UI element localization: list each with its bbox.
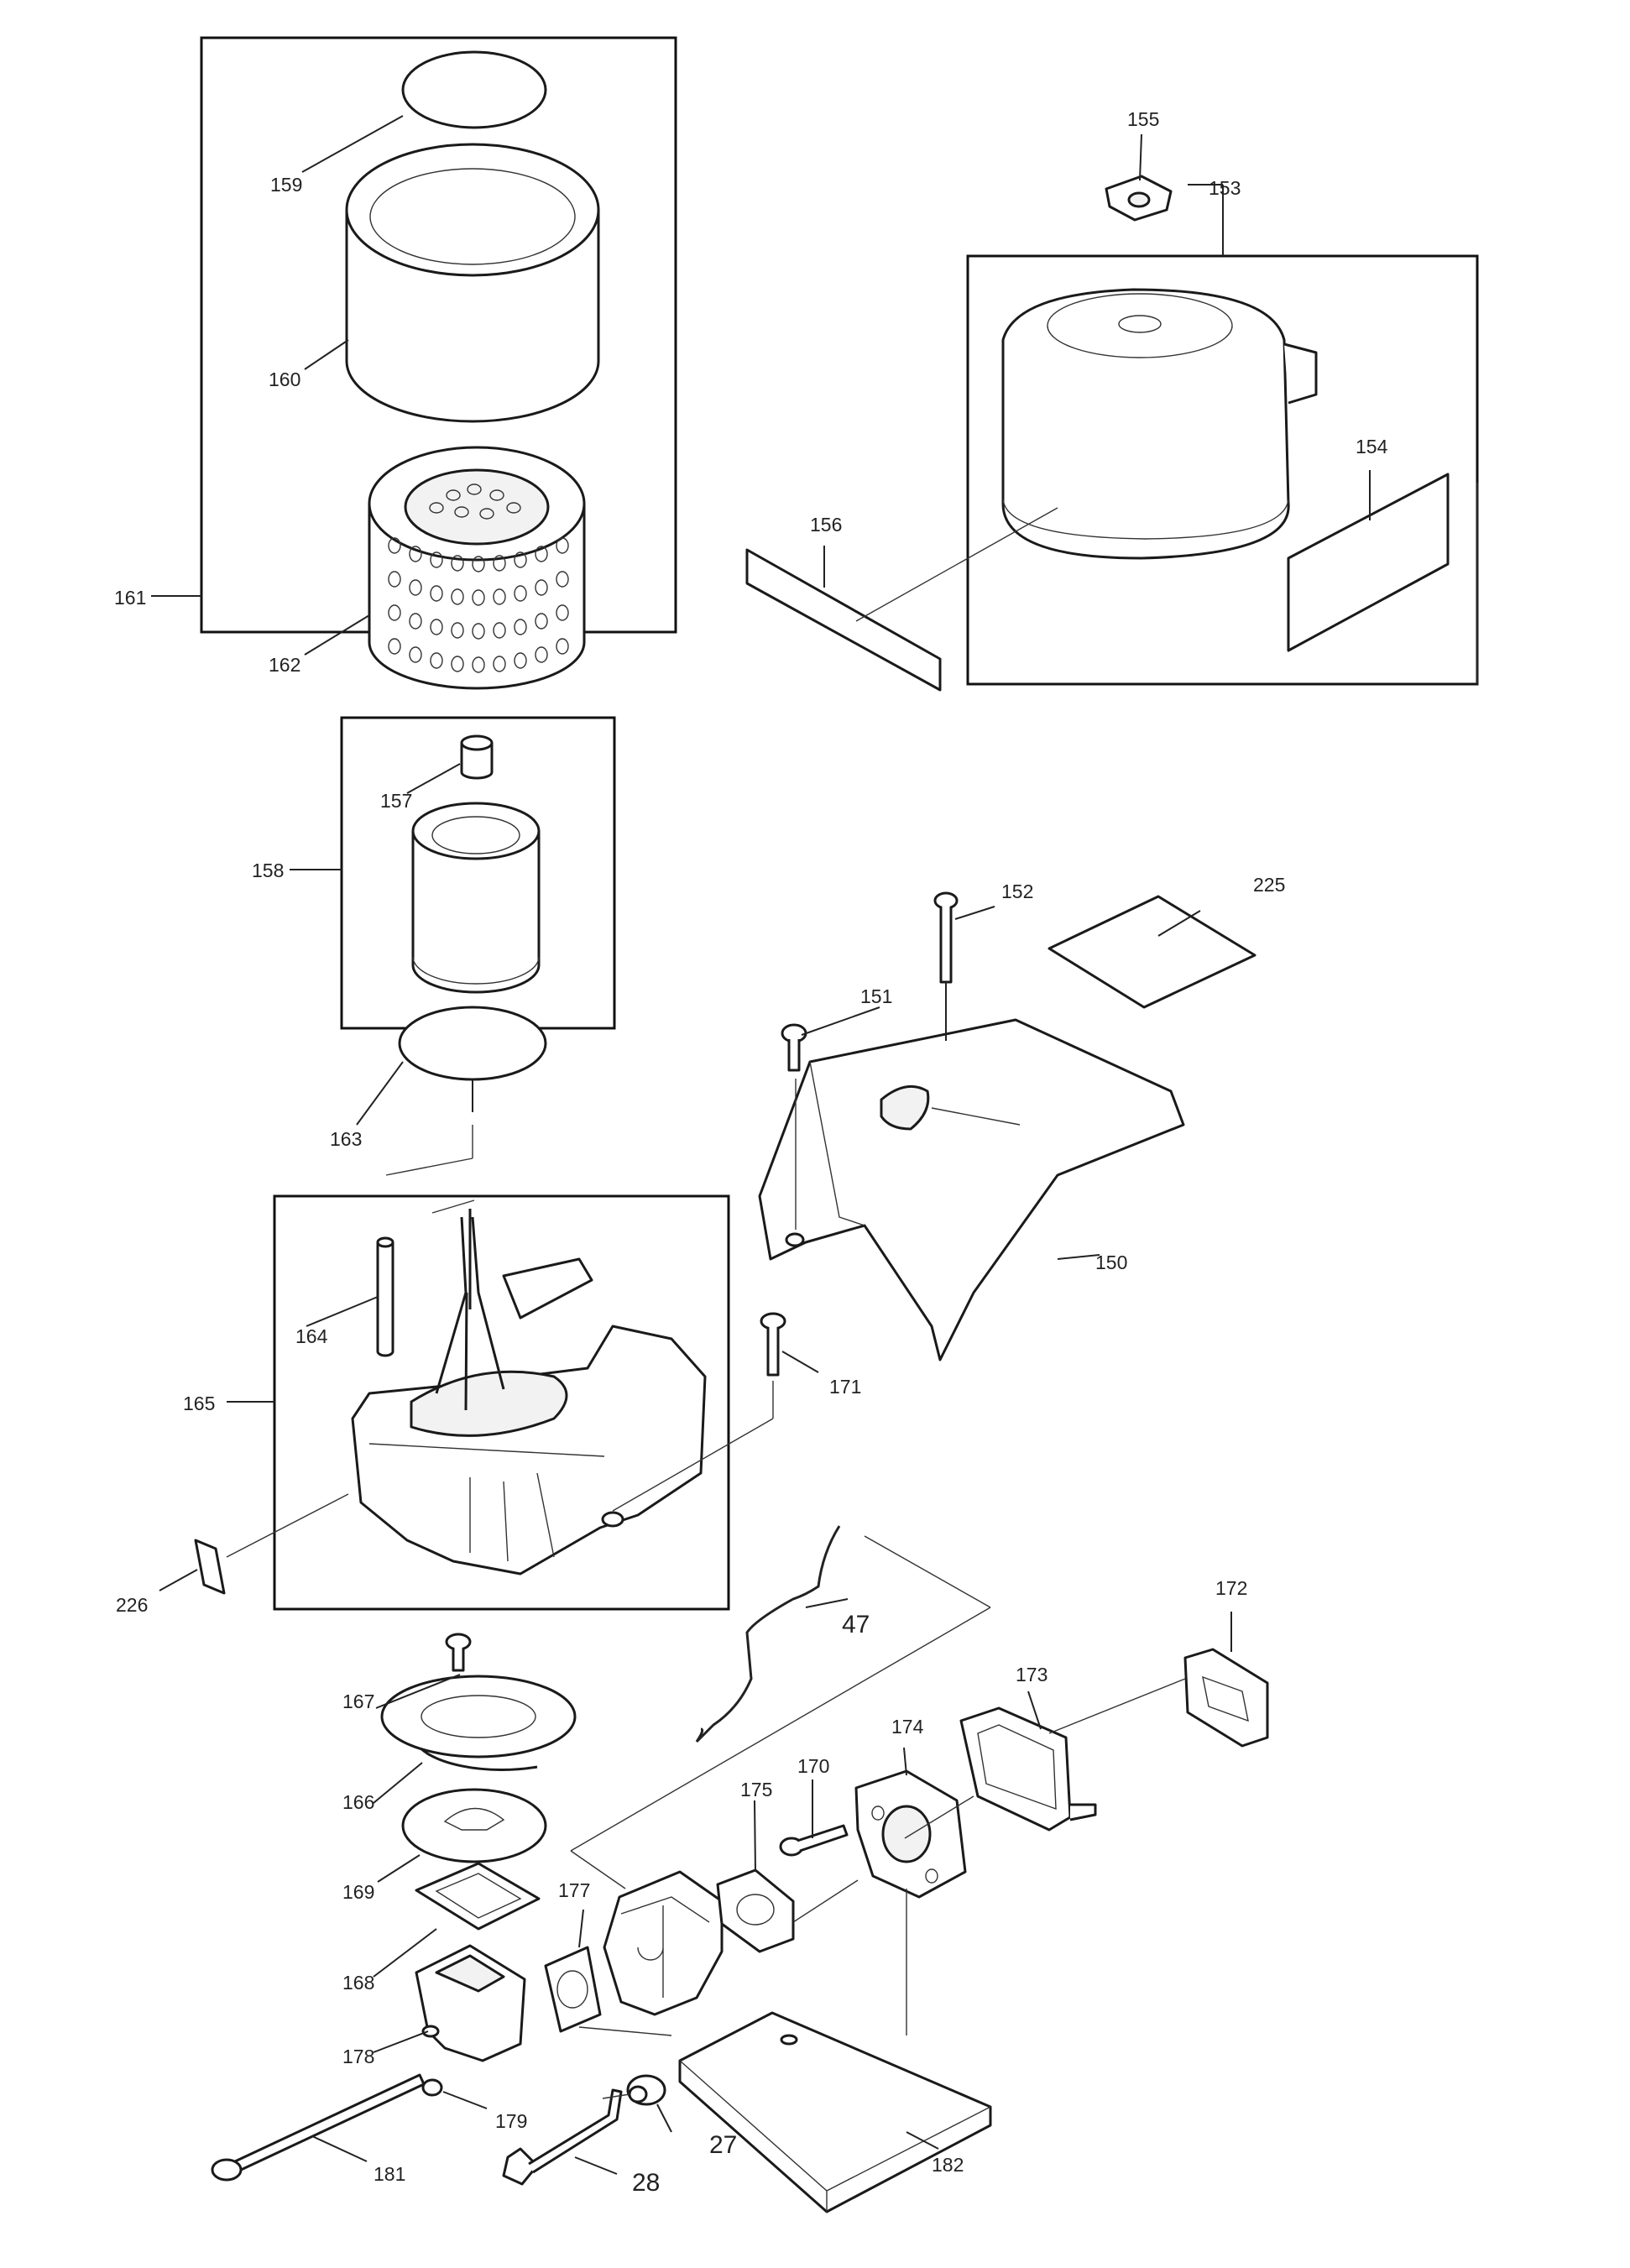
part-168-gasket [415, 1862, 541, 1931]
label-163: 163 [330, 1128, 362, 1150]
part-155-wing-nut [1105, 175, 1173, 222]
label-179: 179 [495, 2110, 527, 2132]
label-166: 166 [342, 1791, 374, 1813]
part-177-gasket [544, 1946, 602, 2033]
part-226-label [194, 1539, 226, 1595]
label-27: 27 [709, 2131, 737, 2159]
part-169-plate [401, 1788, 547, 1863]
label-175: 175 [740, 1779, 772, 1800]
part-225-label [1047, 895, 1256, 1009]
part-154-label [1287, 473, 1450, 652]
part-labels: 159 160 161 162 157 158 163 155 153 154 … [114, 108, 1388, 2197]
part-151-screw [781, 1023, 807, 1072]
part-175-gasket [716, 1868, 795, 1953]
part-150-top-cover [758, 1018, 1185, 1361]
part-166-gasket-ring [380, 1675, 577, 1772]
label-170: 170 [797, 1755, 829, 1777]
part-157-cap [460, 734, 494, 780]
label-225: 225 [1253, 874, 1285, 896]
label-28: 28 [632, 2169, 660, 2197]
part-170-screw [779, 1824, 849, 1857]
label-160: 160 [269, 368, 300, 390]
label-158: 158 [252, 860, 284, 881]
label-171: 171 [829, 1376, 861, 1398]
label-174: 174 [891, 1716, 924, 1738]
part-165-filter-base [351, 1209, 707, 1576]
label-152: 152 [1001, 881, 1033, 902]
label-167: 167 [342, 1691, 374, 1712]
part-167-screw [445, 1633, 472, 1672]
label-178: 178 [342, 2046, 374, 2067]
label-164: 164 [295, 1325, 328, 1347]
leader-lines [151, 115, 1478, 2175]
part-179-washer [421, 2078, 443, 2097]
label-47: 47 [842, 1611, 870, 1638]
part-160-filter-sleeve [345, 143, 600, 423]
label-226: 226 [116, 1594, 148, 1616]
part-164-pin [376, 1236, 394, 1357]
part-159-gasket [401, 50, 547, 129]
label-165: 165 [183, 1393, 215, 1414]
label-182: 182 [932, 2154, 964, 2176]
part-173-gasket [959, 1706, 1097, 1832]
label-168: 168 [342, 1972, 374, 1994]
label-157: 157 [380, 790, 412, 812]
part-182-plate [678, 2011, 992, 2213]
label-151: 151 [860, 985, 892, 1007]
label-161: 161 [114, 587, 146, 609]
label-154: 154 [1356, 436, 1388, 457]
label-150: 150 [1095, 1252, 1127, 1273]
label-153: 153 [1209, 177, 1241, 199]
part-152-screw [933, 891, 959, 984]
part-162-air-filter [368, 446, 586, 690]
label-162: 162 [269, 654, 300, 676]
part-172-gasket [1183, 1648, 1269, 1748]
part-158-inner-filter [411, 802, 541, 994]
part-181-bolt [211, 2073, 426, 2182]
label-177: 177 [558, 1879, 590, 1901]
part-153-filter-cover [1001, 288, 1318, 560]
part-carburetor [603, 1870, 724, 2016]
part-28-lever [502, 2088, 623, 2186]
label-169: 169 [342, 1881, 374, 1903]
part-171-screw [760, 1312, 786, 1377]
label-181: 181 [374, 2163, 405, 2185]
part-156-label [745, 548, 942, 692]
part-27-grommet [626, 2074, 666, 2106]
part-178-elbow [415, 1944, 526, 2062]
label-172: 172 [1215, 1577, 1247, 1599]
label-173: 173 [1016, 1664, 1047, 1685]
label-159: 159 [270, 174, 302, 196]
label-156: 156 [810, 514, 842, 536]
part-163-gasket [398, 1006, 547, 1081]
part-47-wire [695, 1525, 841, 1743]
label-155: 155 [1127, 108, 1159, 130]
